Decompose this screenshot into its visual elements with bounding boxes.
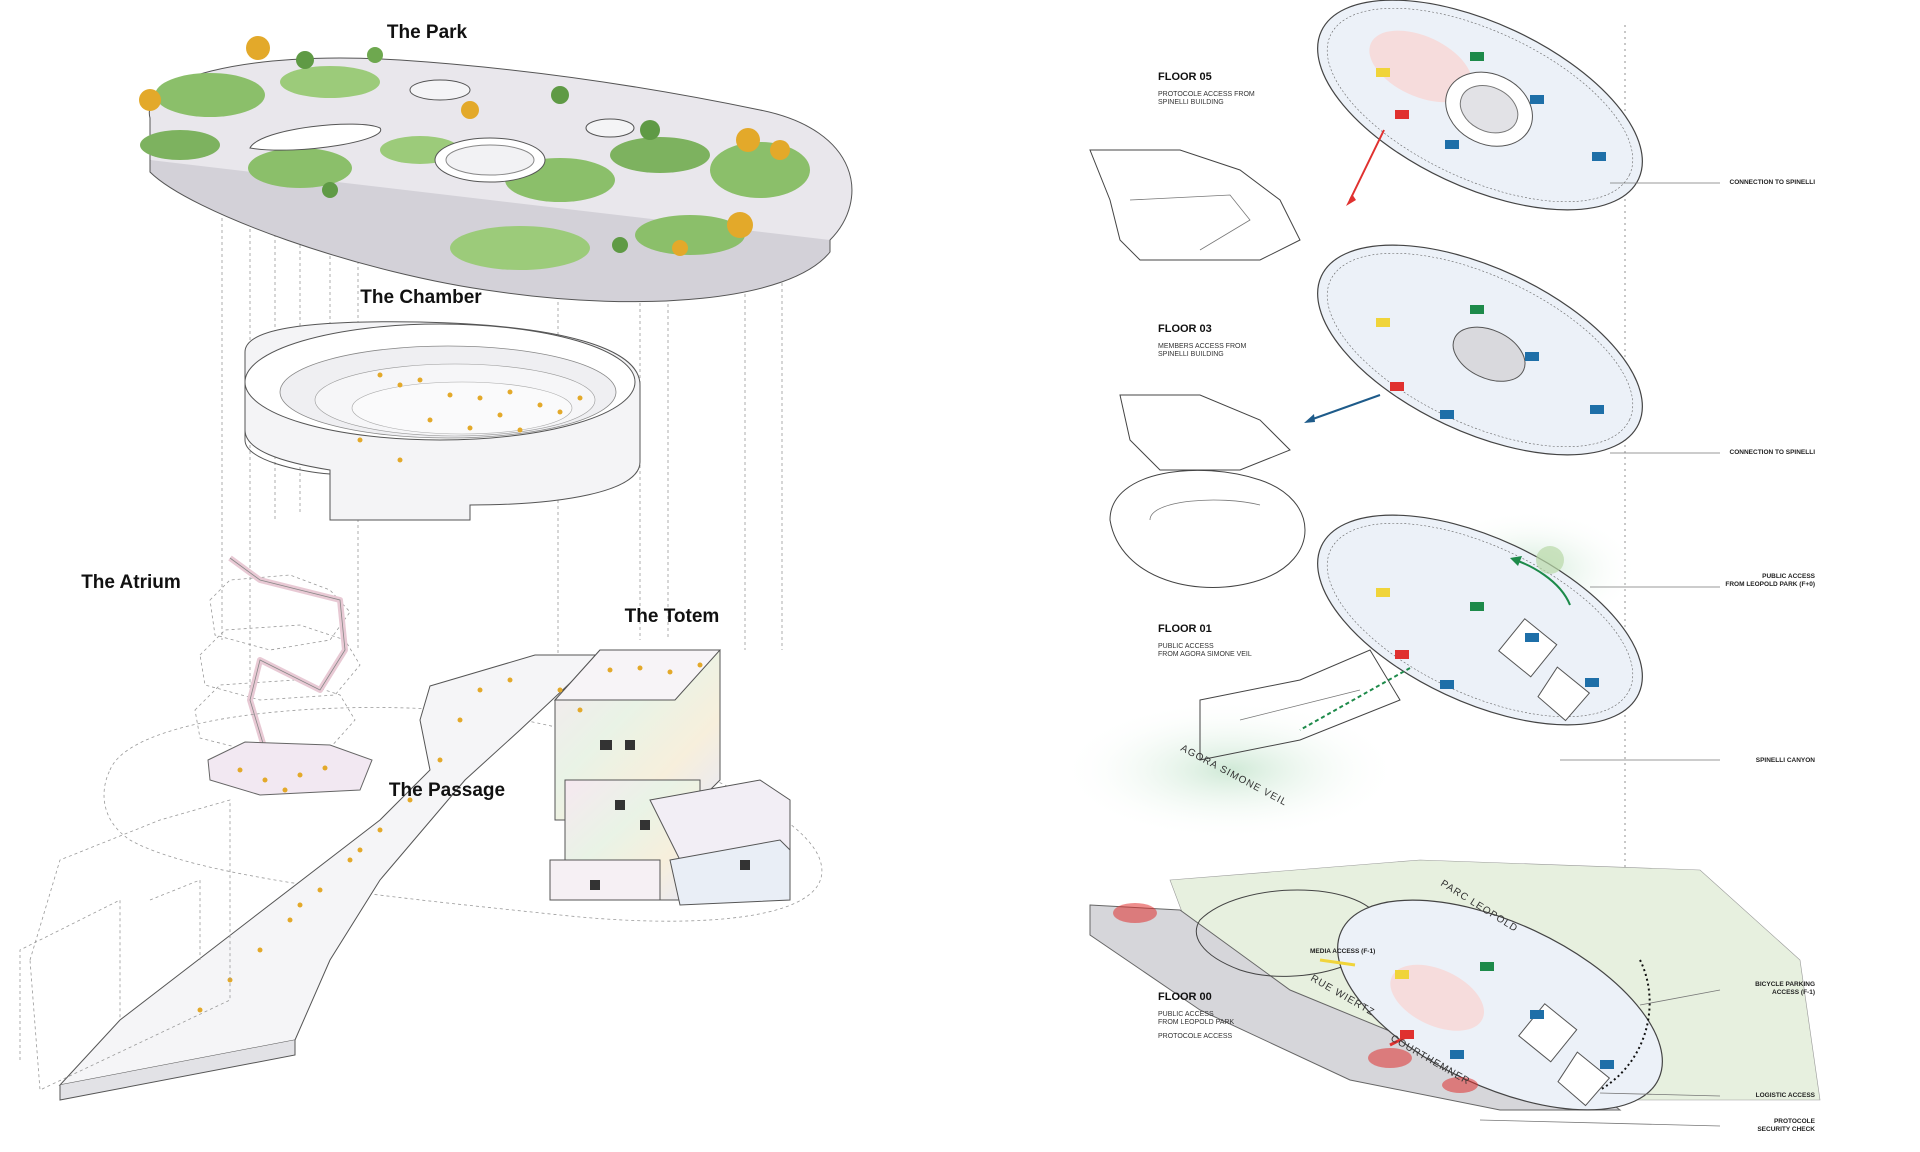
floor-01-plan: AGORA SIMONE VEIL FLOOR 01 PUBLIC ACCESS… <box>1060 510 1816 840</box>
floor-00-sub-2: FROM LEOPOLD PARK <box>1158 1019 1234 1026</box>
floor-00-label: FLOOR 00 <box>1158 991 1212 1003</box>
floor-03-callout: CONNECTION TO SPINELLI <box>1730 449 1816 456</box>
floor-01-label: FLOOR 01 <box>1158 623 1212 635</box>
title-chamber: The Chamber <box>360 287 482 308</box>
exploded-axonometric: The Park The Chamber <box>19 22 853 1101</box>
title-park: The Park <box>387 22 468 43</box>
passage-ramp <box>58 654 602 1101</box>
floor-05-sub-2: SPINELLI BUILDING <box>1158 99 1224 106</box>
floor-01-callout-1: PUBLIC ACCESS <box>1762 573 1816 580</box>
title-passage: The Passage <box>389 780 505 801</box>
floor-00-callout-5: SECURITY CHECK <box>1757 1126 1815 1133</box>
floor-05-callout: CONNECTION TO SPINELLI <box>1730 179 1816 186</box>
floor-03-sub-2: SPINELLI BUILDING <box>1158 351 1224 358</box>
floor-05-sub-1: PROTOCOLE ACCESS FROM <box>1158 91 1255 98</box>
floor-03-plan: FLOOR 03 MEMBERS ACCESS FROM SPINELLI BU… <box>1109 244 1816 588</box>
floor-00-callout-2: ACCESS (F-1) <box>1772 989 1815 996</box>
media-access-label: MEDIA ACCESS (F-1) <box>1310 948 1375 955</box>
floor-00-callout-1: BICYCLE PARKING <box>1755 981 1815 988</box>
atrium-stair <box>194 555 373 796</box>
floor-plans: FLOOR 05 PROTOCOLE ACCESS FROM SPINELLI … <box>1060 0 1821 1133</box>
floor-05-label: FLOOR 05 <box>1158 71 1212 83</box>
floor-00-callout-3: LOGISTIC ACCESS <box>1756 1092 1816 1099</box>
park-slab <box>139 36 853 303</box>
floor-00-sub-3: PROTOCOLE ACCESS <box>1158 1033 1233 1040</box>
floor-00-callout-4: PROTOCOLE <box>1774 1118 1816 1125</box>
floor-05-plan: FLOOR 05 PROTOCOLE ACCESS FROM SPINELLI … <box>1089 0 1816 261</box>
floor-01-sub-2: FROM AGORA SIMONE VEIL <box>1158 651 1252 658</box>
floor-01-callout-2: FROM LEOPOLD PARK (F+0) <box>1725 581 1815 588</box>
floor-01-callout-3: SPINELLI CANYON <box>1756 757 1816 764</box>
floor-03-label: FLOOR 03 <box>1158 323 1212 335</box>
title-totem: The Totem <box>625 606 720 627</box>
totem-block <box>549 649 791 906</box>
floor-00-plan: RUE WIERTZ COURTHEMNER PARC LEOPOLD FLOO… <box>1089 859 1821 1133</box>
title-atrium: The Atrium <box>81 572 181 593</box>
ghost-building <box>19 799 231 1091</box>
site-outline <box>103 707 823 922</box>
floor-03-sub-1: MEMBERS ACCESS FROM <box>1158 343 1246 350</box>
chamber-bowl <box>244 321 641 521</box>
floor-00-sub-1: PUBLIC ACCESS <box>1158 1011 1214 1018</box>
floor-01-sub-1: PUBLIC ACCESS <box>1158 643 1214 650</box>
